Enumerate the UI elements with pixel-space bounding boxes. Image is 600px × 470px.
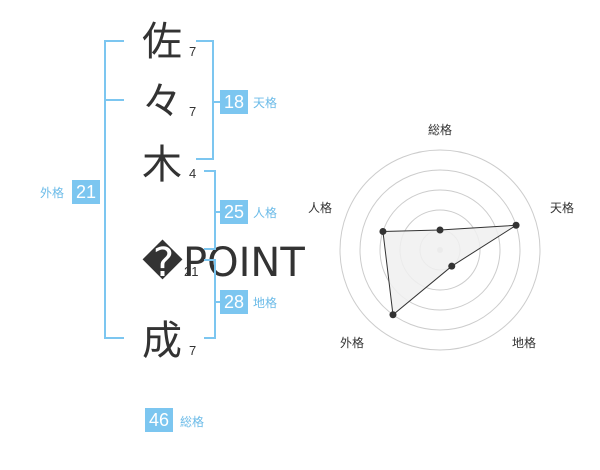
radar-grid-ring xyxy=(379,189,501,311)
jinkaku-bracket xyxy=(204,170,216,250)
radar-axis-label-gaikaku: 外格 xyxy=(340,335,364,350)
radar-grid-ring xyxy=(359,169,521,331)
chikaku-bracket-tick xyxy=(214,301,220,303)
stroke-count-2: 7 xyxy=(189,104,197,119)
gaikaku-bracket xyxy=(104,40,124,339)
gaikaku-label: 外格 xyxy=(40,186,65,200)
tenkaku-badge: 18 xyxy=(220,90,248,114)
name-char-1: 佐 xyxy=(142,19,182,65)
tenkaku-label: 天格 xyxy=(253,96,278,110)
stroke-count-4: 21 xyxy=(184,264,199,279)
radar-axis-label-jinkaku: 人格 xyxy=(308,200,332,215)
radar-axis-label-soukaku: 総格 xyxy=(428,122,452,137)
fortune-radar-chart: 総格 天格 地格 外格 人格 xyxy=(308,122,574,351)
radar-point-0 xyxy=(436,226,444,234)
tenkaku-bracket-tick xyxy=(212,101,220,103)
jinkaku-badge: 25 xyxy=(220,200,248,224)
chikaku-label: 地格 xyxy=(253,296,278,310)
name-char-4: �POINT xyxy=(142,240,305,286)
jinkaku-bracket-tick xyxy=(214,211,220,213)
name-char-5: 成 xyxy=(142,318,182,364)
jinkaku-label: 人格 xyxy=(253,206,278,220)
stroke-count-5: 7 xyxy=(189,343,197,358)
radar-point-2 xyxy=(448,262,456,270)
chikaku-bracket xyxy=(204,259,216,339)
soukaku-label: 総格 xyxy=(180,415,205,429)
name-char-2: 々 xyxy=(142,79,182,125)
soukaku-badge: 46 xyxy=(145,408,173,432)
radar-axis-label-chikaku: 地格 xyxy=(512,335,536,350)
radar-points xyxy=(379,221,520,319)
radar-series-area xyxy=(382,224,517,316)
gaikaku-badge: 21 xyxy=(72,180,100,204)
stroke-count-3: 4 xyxy=(189,166,197,181)
radar-point-4 xyxy=(379,227,387,235)
name-char-3: 木 xyxy=(142,142,182,188)
gaikaku-bracket-inner-tick xyxy=(104,99,124,101)
radar-axis-label-tenkaku: 天格 xyxy=(550,200,574,215)
chikaku-badge: 28 xyxy=(220,290,248,314)
radar-point-3 xyxy=(389,311,397,319)
radar-grid-ring xyxy=(339,149,541,351)
radar-point-1 xyxy=(512,221,520,229)
stroke-count-1: 7 xyxy=(189,44,197,59)
tenkaku-bracket xyxy=(196,40,214,160)
